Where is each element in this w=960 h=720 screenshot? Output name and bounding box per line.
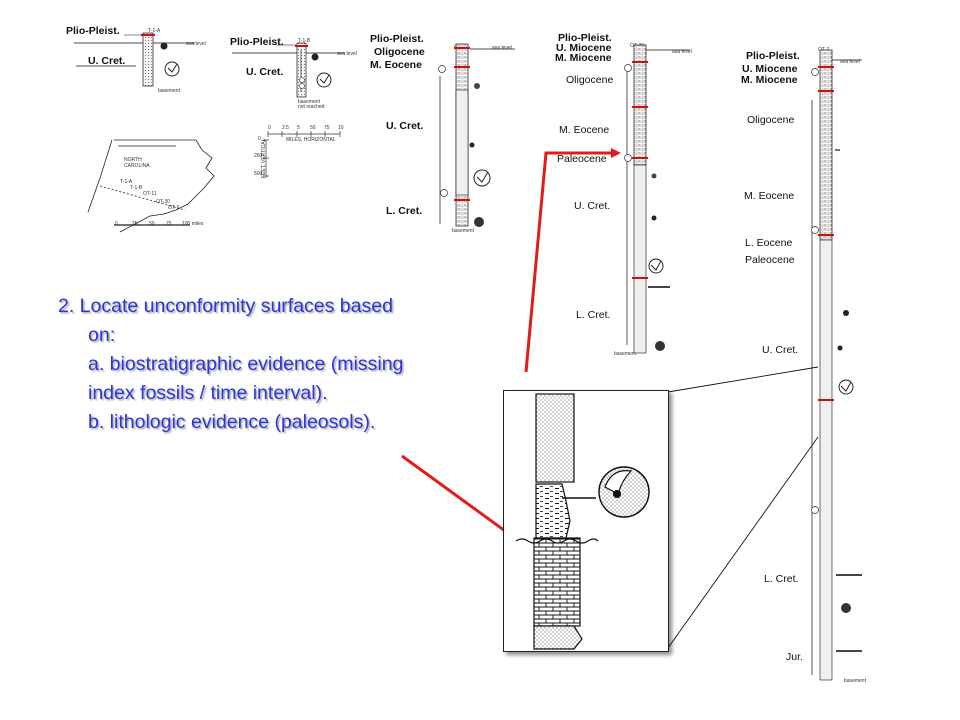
scale-h-5: 5 — [297, 125, 300, 131]
col3-unit-oligocene: Oligocene — [374, 46, 425, 58]
col5-unit-u-miocene: U. Miocene — [742, 63, 798, 75]
col5-basement: basement — [844, 678, 866, 684]
column-t1a — [74, 32, 195, 87]
col5-unit-jur: Jur. — [786, 651, 803, 663]
scale-v-0: 0 — [258, 136, 261, 142]
col3-unit-u-cret: U. Cret. — [386, 120, 424, 132]
col1-basement: basement — [158, 88, 180, 94]
scale-h-2-5: 2.5 — [282, 125, 289, 131]
column-ot30 — [624, 44, 690, 354]
col4-unit-oligocene: Oligocene — [566, 74, 614, 86]
col2-well-id: T-1-B — [298, 38, 311, 44]
col5-unit-plio-pleist: Plio-Pleist. — [746, 50, 800, 62]
map-site-t1a: T-1-A — [120, 179, 133, 185]
map-site-t1b: T-1-B — [130, 185, 143, 191]
map-state-label: NORTH CAROLINA — [124, 157, 150, 169]
col4-unit-m-miocene: M. Miocene — [555, 52, 612, 64]
map-scale-50: 50 — [149, 221, 155, 227]
inset-connector-top — [667, 366, 819, 393]
col1-well-id: T-1-A — [148, 28, 161, 34]
map-scale-0: 0 — [115, 221, 118, 227]
col4-unit-u-miocene: U. Miocene — [556, 42, 612, 54]
col5-unit-paleocene: Paleocene — [745, 254, 795, 266]
inset-lithology — [515, 393, 650, 650]
col5-unit-oligocene: Oligocene — [747, 114, 795, 126]
col5-unit-l-cret: L. Cret. — [764, 573, 799, 585]
col2-sea-level: sea level — [337, 51, 357, 57]
col2-unit-u-cret: U. Cret. — [246, 66, 284, 78]
col2-basement: basement not reached — [298, 99, 325, 110]
col4-unit-plio-pleist: Plio-Pleist. — [558, 32, 612, 44]
column-ot7 — [811, 49, 862, 681]
text-line-5: b. lithologic evidence (paleosols). — [88, 411, 376, 433]
unconformity-line — [515, 538, 599, 544]
map-scale-75: 75 — [166, 221, 172, 227]
location-map — [87, 139, 215, 233]
col3-sea-level: sea level — [492, 45, 512, 51]
col4-unit-m-eocene: M. Eocene — [559, 124, 610, 136]
scale-h-0: 0 — [268, 125, 271, 131]
text-line-3: a. biostratigraphic evidence (missing — [88, 353, 404, 375]
map-site-ot7: OT-7 — [168, 205, 180, 211]
scale-v-250: 250 — [254, 153, 263, 159]
col4-unit-l-cret: L. Cret. — [576, 309, 611, 321]
red-arrow-biostratigraphic — [524, 148, 621, 373]
column-t1b — [232, 42, 345, 98]
scale-bar — [263, 131, 341, 178]
text-line-1: 2. Locate unconformity surfaces based — [58, 295, 393, 317]
slide-text: 2. Locate unconformity surfaces based on… — [58, 292, 528, 437]
scale-h-50: 50 — [310, 125, 316, 131]
map-scale-100: 100 miles — [182, 221, 204, 227]
col5-unit-u-cret: U. Cret. — [762, 344, 799, 356]
inset-connector-bottom — [667, 436, 819, 649]
red-arrow-paleosol — [401, 454, 515, 538]
col3-basement: basement — [452, 228, 474, 234]
scale-v-500: 500 — [254, 171, 263, 177]
map-site-ot30: OT-30 — [156, 199, 170, 205]
col4-unit-u-cret: U. Cret. — [574, 200, 611, 212]
col2-unit-plio-pleist: Plio-Pleist. — [230, 36, 284, 48]
scale-h-75: 75 — [324, 125, 330, 131]
col4-basement: basement — [614, 351, 636, 357]
col1-sea-level: sea level — [186, 41, 206, 47]
scale-h-label: MILES, HORIZONTAL — [286, 137, 336, 143]
col5-unit-m-miocene: M. Miocene — [741, 74, 798, 86]
text-line-4: index fossils / time interval). — [88, 382, 328, 404]
paleosol-inset — [503, 390, 669, 652]
col3-unit-plio-pleist: Plio-Pleist. — [370, 33, 424, 45]
col1-unit-plio-pleist: Plio-Pleist. — [66, 25, 120, 37]
column-ot11 — [438, 43, 515, 227]
col5-sea-level: sea level — [840, 59, 860, 65]
col5-unit-l-eocene: L. Eocene — [745, 237, 793, 249]
col5-unit-m-eocene: M. Eocene — [744, 190, 795, 202]
col1-unit-u-cret: U. Cret. — [88, 55, 126, 67]
map-site-ot11: OT-11 — [143, 191, 157, 197]
col4-sea-level: sea level — [672, 49, 692, 55]
col3-unit-l-cret: L. Cret. — [386, 205, 423, 217]
col3-unit-m-eocene: M. Eocene — [370, 59, 422, 71]
col4-unit-paleocene: Paleocene — [557, 153, 607, 165]
scale-h-10: 10 — [338, 125, 344, 131]
text-line-2: on: — [88, 324, 116, 346]
